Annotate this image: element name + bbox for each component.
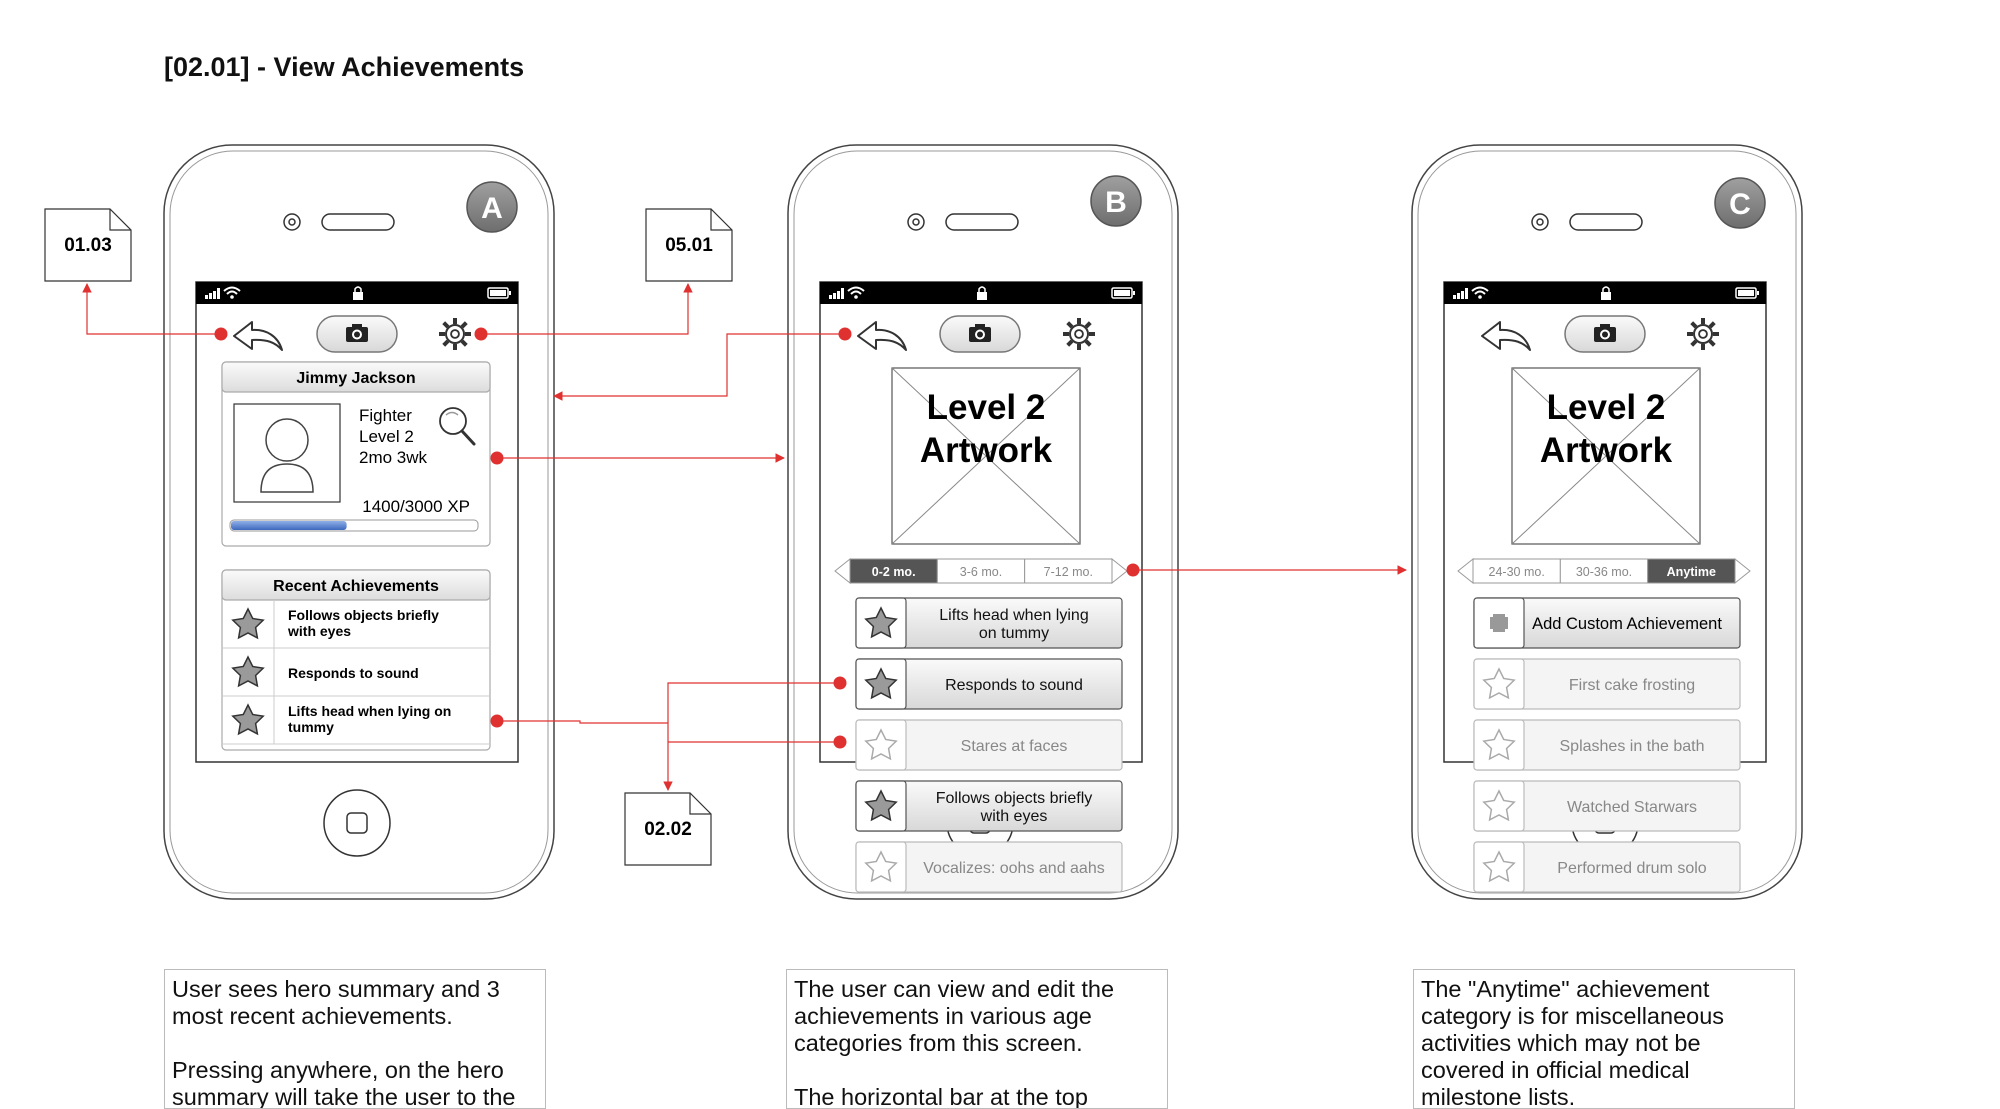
svg-text:01.03: 01.03 bbox=[64, 235, 112, 256]
phone-a: A Jimmy Jackson Fighter Level 2 2mo 3wk bbox=[163, 144, 555, 900]
achievement-item[interactable]: Watched Starwars bbox=[1473, 780, 1741, 832]
level-artwork-placeholder: Level 2 Artwork bbox=[891, 367, 1081, 545]
tab-0-2-mo-[interactable]: 0-2 mo. bbox=[849, 558, 938, 584]
svg-text:Follows objects briefly: Follows objects briefly bbox=[288, 607, 439, 623]
svg-text:Performed drum solo: Performed drum solo bbox=[1557, 860, 1706, 877]
svg-text:05.01: 05.01 bbox=[665, 235, 713, 256]
svg-text:tummy: tummy bbox=[288, 719, 334, 735]
phone-b: B Level 2 Artwork 0-2 mo. 3-6 mo. 7-12 mo.… bbox=[787, 144, 1179, 900]
annotation-a: User sees hero summary and 3 most recent… bbox=[164, 969, 546, 1109]
svg-text:Artwork: Artwork bbox=[920, 431, 1053, 470]
svg-text:Vocalizes: oohs and aahs: Vocalizes: oohs and aahs bbox=[923, 860, 1104, 877]
achievement-item[interactable]: Splashes in the bath bbox=[1473, 719, 1741, 771]
svg-text:C: C bbox=[1729, 188, 1751, 221]
svg-text:A: A bbox=[481, 192, 503, 225]
hero-level: Level 2 bbox=[359, 427, 414, 446]
tab-label: 7-12 mo. bbox=[1044, 565, 1093, 579]
hero-name: Jimmy Jackson bbox=[296, 370, 415, 387]
svg-text:on tummy: on tummy bbox=[979, 625, 1049, 642]
phone-c: C Level 2 Artwork 24-30 mo. 30-36 mo. Anyt… bbox=[1411, 144, 1803, 900]
connector-dots bbox=[214, 327, 1140, 749]
svg-text:Watched Starwars: Watched Starwars bbox=[1567, 799, 1697, 816]
camera-button[interactable] bbox=[316, 315, 398, 353]
recent-achievements-header: Recent Achievements bbox=[273, 578, 439, 595]
svg-text:Lifts head when lying on: Lifts head when lying on bbox=[288, 703, 451, 719]
tab-label: 30-36 mo. bbox=[1576, 565, 1632, 579]
achievement-item[interactable]: Vocalizes: oohs and aahs bbox=[855, 841, 1123, 893]
annotation-b: The user can view and edit the achieveme… bbox=[786, 969, 1168, 1109]
svg-text:Stares at faces: Stares at faces bbox=[961, 738, 1068, 755]
tab-anytime[interactable]: Anytime bbox=[1647, 558, 1736, 584]
hero-age: 2mo 3wk bbox=[359, 448, 428, 467]
hero-summary-card[interactable]: Jimmy Jackson Fighter Level 2 2mo 3wk 14… bbox=[221, 361, 491, 547]
svg-text:Add Custom Achievement: Add Custom Achievement bbox=[1532, 615, 1722, 633]
svg-text:Level 2: Level 2 bbox=[927, 388, 1046, 427]
tab-30-36-mo-[interactable]: 30-36 mo. bbox=[1559, 558, 1649, 584]
achievement-item[interactable]: Stares at faces bbox=[855, 719, 1123, 771]
svg-text:Splashes in the bath: Splashes in the bath bbox=[1560, 738, 1705, 755]
plus-icon bbox=[1490, 614, 1508, 632]
svg-text:Responds to sound: Responds to sound bbox=[945, 677, 1083, 694]
tab-label: Anytime bbox=[1667, 565, 1716, 579]
svg-text:B: B bbox=[1105, 186, 1127, 219]
badge-c: C bbox=[1714, 177, 1766, 229]
svg-text:Responds to sound: Responds to sound bbox=[288, 665, 419, 681]
page-ref-0501[interactable]: 05.01 bbox=[645, 208, 733, 282]
badge-b: B bbox=[1090, 175, 1142, 227]
age-category-bar: 24-30 mo. 30-36 mo. Anytime bbox=[1457, 557, 1751, 585]
achievement-item[interactable]: First cake frosting bbox=[1473, 658, 1741, 710]
recent-item[interactable]: Lifts head when lying on tummy bbox=[232, 703, 452, 735]
tab-7-12-mo-[interactable]: 7-12 mo. bbox=[1024, 558, 1113, 584]
add-custom-achievement-button[interactable]: Add Custom Achievement bbox=[1473, 597, 1741, 649]
page-title: [02.01] - View Achievements bbox=[164, 52, 525, 82]
page-ref-0103[interactable]: 01.03 bbox=[44, 208, 132, 282]
tab-3-6-mo-[interactable]: 3-6 mo. bbox=[936, 558, 1026, 584]
svg-text:Follows objects briefly: Follows objects briefly bbox=[936, 790, 1093, 807]
level-artwork-placeholder: Level 2 Artwork bbox=[1511, 367, 1701, 545]
svg-text:02.02: 02.02 bbox=[644, 819, 692, 840]
hero-class: Fighter bbox=[359, 406, 412, 425]
svg-text:First cake frosting: First cake frosting bbox=[1569, 677, 1695, 694]
age-category-bar: 0-2 mo. 3-6 mo. 7-12 mo. bbox=[834, 557, 1128, 585]
annotation-c: The "Anytime" achievement category is fo… bbox=[1413, 969, 1795, 1109]
achievement-item[interactable]: Performed drum solo bbox=[1473, 841, 1741, 893]
achievement-item[interactable]: Responds to sound bbox=[855, 658, 1123, 710]
camera-button[interactable] bbox=[1564, 315, 1646, 353]
svg-text:Lifts head when lying: Lifts head when lying bbox=[939, 607, 1088, 624]
xp-progress-fill bbox=[231, 521, 347, 530]
recent-item[interactable]: Follows objects briefly with eyes bbox=[232, 607, 439, 639]
recent-achievements-card: Recent Achievements Follows objects brie… bbox=[221, 569, 491, 751]
badge-a: A bbox=[466, 181, 518, 233]
page-ref-0202[interactable]: 02.02 bbox=[624, 792, 712, 866]
hero-xp: 1400/3000 XP bbox=[362, 497, 470, 516]
svg-text:Level 2: Level 2 bbox=[1547, 388, 1666, 427]
avatar bbox=[233, 403, 341, 503]
recent-item[interactable]: Responds to sound bbox=[232, 656, 419, 687]
tab-24-30-mo-[interactable]: 24-30 mo. bbox=[1472, 558, 1561, 584]
svg-text:with eyes: with eyes bbox=[980, 808, 1048, 825]
svg-text:Artwork: Artwork bbox=[1540, 431, 1673, 470]
magnifier-icon[interactable] bbox=[439, 407, 476, 446]
tab-label: 3-6 mo. bbox=[960, 565, 1002, 579]
svg-text:with eyes: with eyes bbox=[287, 623, 351, 639]
camera-button[interactable] bbox=[939, 315, 1021, 353]
home-button[interactable] bbox=[323, 789, 391, 857]
flow-connectors bbox=[82, 283, 1407, 791]
tab-label: 0-2 mo. bbox=[872, 565, 916, 579]
tab-label: 24-30 mo. bbox=[1489, 565, 1545, 579]
